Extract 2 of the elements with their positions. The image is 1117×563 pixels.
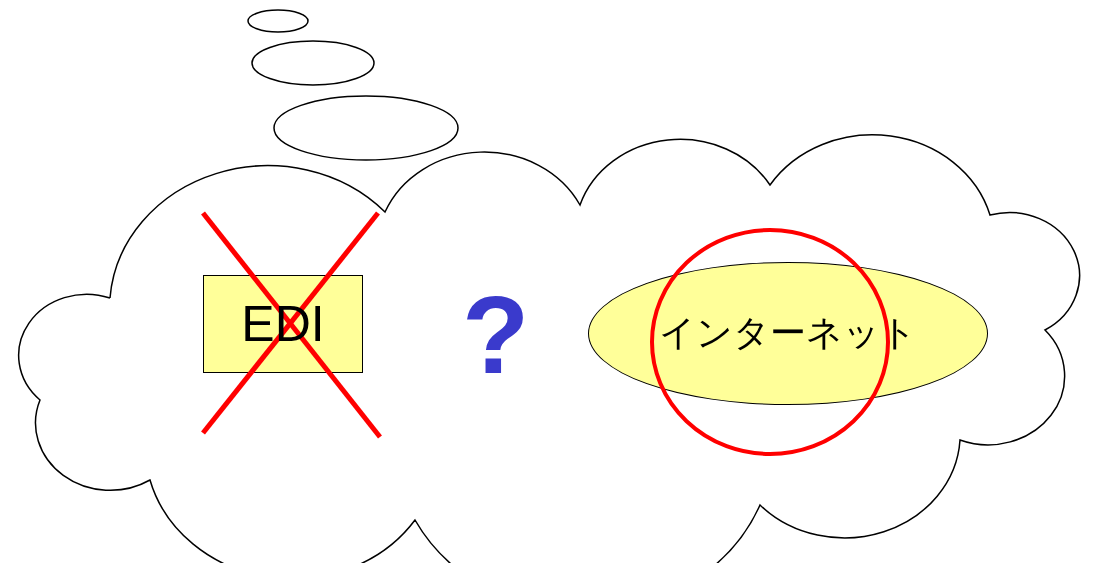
- node-text: インターネット: [659, 311, 917, 355]
- question-mark: ?: [462, 280, 530, 390]
